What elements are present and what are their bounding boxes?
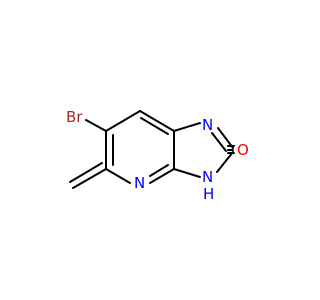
bond-npy-c5 xyxy=(105,168,131,184)
bond-c3a-npy xyxy=(149,168,175,184)
atom-o: O xyxy=(237,141,249,159)
bond-nh-c3a xyxy=(173,168,201,178)
atom-n-top: N xyxy=(202,116,213,134)
structure-svg: Br N N N H O xyxy=(66,108,249,203)
atom-br: Br xyxy=(66,108,83,126)
bond-c3a-npy-inner xyxy=(149,164,169,177)
atom-h: H xyxy=(203,185,214,203)
bond-c5-ch2-inner xyxy=(69,162,103,183)
bond-ntop-c2-inner xyxy=(211,132,227,152)
bond-c2-nh xyxy=(216,151,234,173)
atom-n-pyridine: N xyxy=(134,174,145,192)
atom-n-h: N xyxy=(202,168,213,186)
bond-c5-ch2 xyxy=(72,168,107,189)
bond-c6-c7 xyxy=(105,110,141,132)
bond-c7-c7a-inner xyxy=(140,117,169,135)
bond-c-br xyxy=(85,119,107,132)
bond-c7a-ntop xyxy=(173,122,201,132)
molecule-diagram: Br N N N H O xyxy=(66,108,249,203)
bond-c7-c7a-double xyxy=(139,110,175,132)
bond-ntop-c2 xyxy=(217,127,234,149)
